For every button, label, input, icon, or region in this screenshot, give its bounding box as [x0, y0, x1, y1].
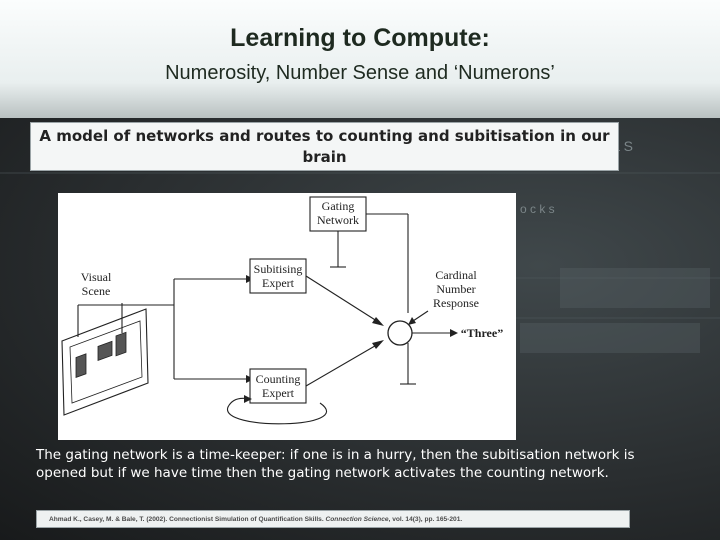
output-three-label: “Three” [461, 326, 503, 340]
subitising-expert-label-2: Expert [262, 276, 295, 290]
citation: Ahmad K., Casey, M. & Bale, T. (2002). C… [36, 510, 630, 528]
explanation-text: The gating network is a time-keeper: if … [36, 446, 676, 482]
diagram-caption: A model of networks and routes to counti… [30, 122, 619, 171]
visual-scene-label-1: Visual [81, 270, 112, 284]
citation-journal: Connection Science [326, 516, 389, 523]
cardinal-response-label-1: Cardinal [435, 268, 477, 282]
subitising-expert-label-1: Subitising [254, 262, 303, 276]
citation-volume: , vol. 14(3), pp. 165-201. [389, 516, 463, 523]
visual-scene-label-2: Scene [82, 284, 111, 298]
visual-scene-image [62, 309, 148, 415]
counting-expert-label-2: Expert [262, 386, 295, 400]
citation-authors: Ahmad K., Casey, M. & Bale, T. (2002). C… [49, 516, 324, 523]
bg-text-fragment-2: o c k s [520, 202, 555, 216]
cardinal-response-label-3: Response [433, 296, 479, 310]
counting-expert-label-1: Counting [256, 372, 301, 386]
cardinal-response-label-2: Number [436, 282, 475, 296]
gating-network-label-1: Gating [322, 199, 355, 213]
slide-title: Learning to Compute: [0, 24, 720, 53]
gating-network-label-2: Network [317, 213, 359, 227]
slide-subtitle: Numerosity, Number Sense and ‘Numerons’ [0, 62, 720, 85]
network-diagram: Gating Network Visual Scene Subitising [58, 193, 516, 440]
slide-header: Learning to Compute: Numerosity, Number … [0, 0, 720, 118]
